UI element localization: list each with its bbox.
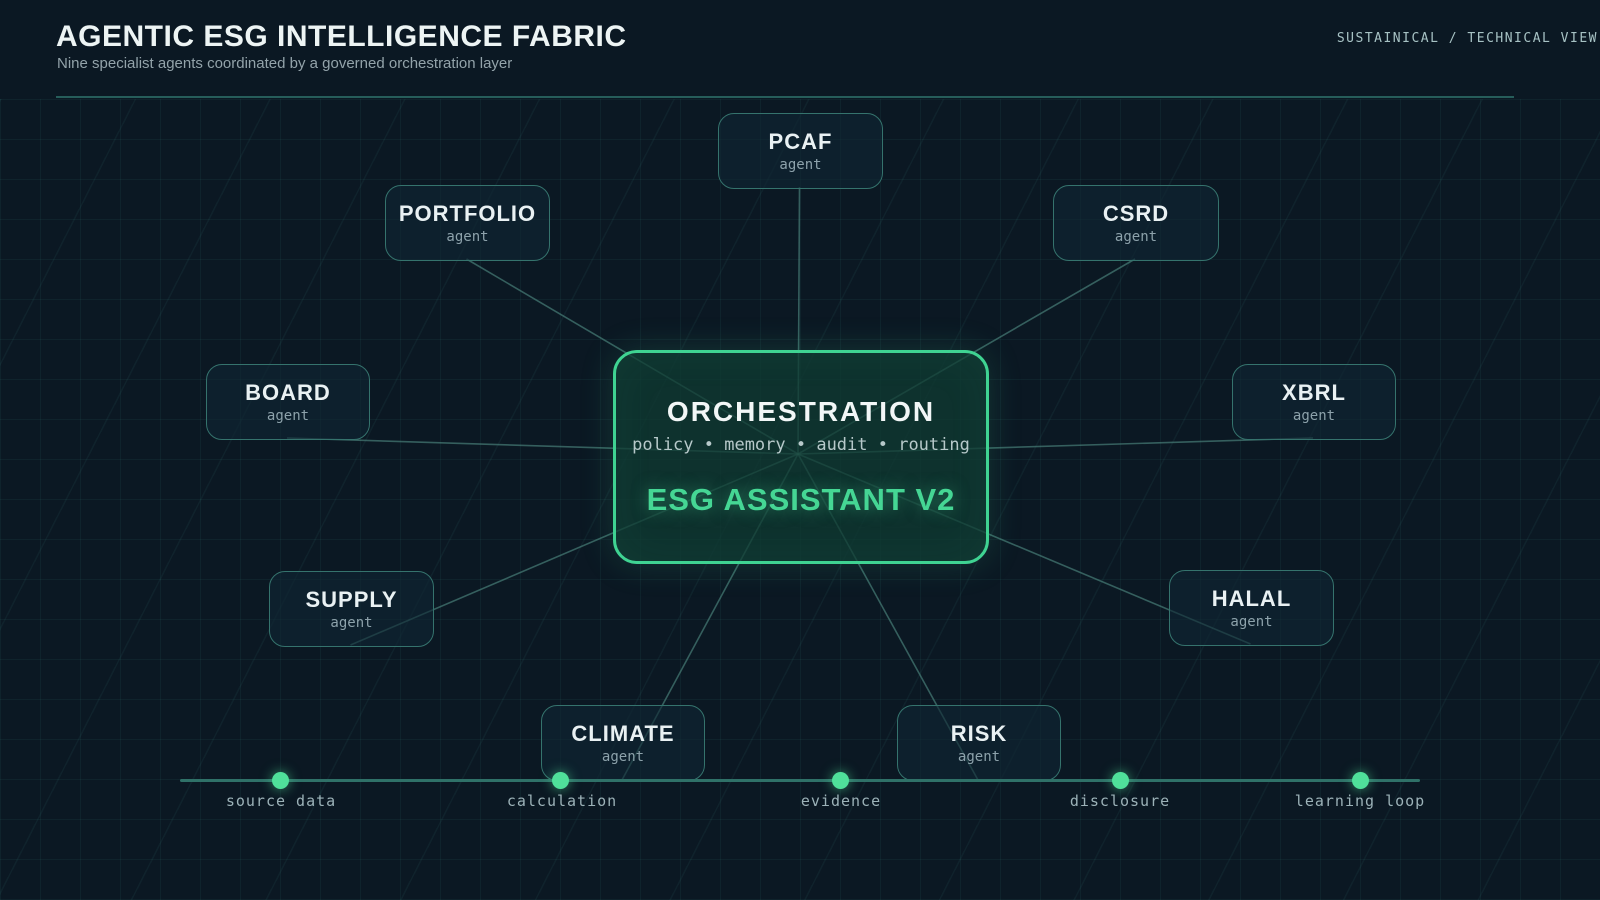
agent-sublabel: agent bbox=[1230, 613, 1273, 630]
agent-sublabel: agent bbox=[1114, 228, 1158, 245]
orchestrator-name: ESG ASSISTANT V2 bbox=[646, 482, 956, 517]
agent-node-supply: SUPPLY agent bbox=[269, 571, 434, 647]
agent-label: RISK bbox=[950, 720, 1008, 746]
timeline-dot bbox=[1352, 772, 1369, 789]
agent-sublabel: agent bbox=[957, 748, 1001, 765]
agent-label: PCAF bbox=[768, 128, 833, 154]
orchestrator-node: ORCHESTRATION policy • memory • audit • … bbox=[613, 350, 989, 564]
header-divider bbox=[56, 96, 1514, 98]
agent-sublabel: agent bbox=[601, 748, 645, 765]
agent-label: BOARD bbox=[245, 379, 331, 405]
timeline-line bbox=[180, 779, 1420, 782]
agent-label: SUPPLY bbox=[305, 586, 398, 612]
orchestrator-functions: policy • memory • audit • routing bbox=[632, 435, 970, 455]
page-title: AGENTIC ESG INTELLIGENCE FABRIC bbox=[56, 20, 627, 53]
agent-node-climate: CLIMATE agent bbox=[541, 705, 705, 781]
agent-node-xbrl: XBRL agent bbox=[1232, 364, 1396, 440]
agent-node-csrd: CSRD agent bbox=[1053, 185, 1219, 261]
timeline-stage-label: source data bbox=[225, 792, 337, 810]
agent-node-portfolio: PORTFOLIO agent bbox=[385, 185, 550, 261]
orchestrator-title: ORCHESTRATION bbox=[666, 396, 936, 427]
page-subtitle: Nine specialist agents coordinated by a … bbox=[57, 55, 513, 72]
agent-label: HALAL bbox=[1211, 585, 1292, 611]
agent-node-halal: HALAL agent bbox=[1169, 570, 1334, 646]
timeline-stage-label: learning loop bbox=[1294, 792, 1426, 810]
agent-node-risk: RISK agent bbox=[897, 705, 1061, 781]
agent-node-pcaf: PCAF agent bbox=[718, 113, 883, 189]
agent-label: CSRD bbox=[1102, 200, 1170, 226]
agent-sublabel: agent bbox=[1292, 407, 1336, 424]
agent-label: CLIMATE bbox=[571, 720, 675, 746]
timeline-stage-label: evidence bbox=[800, 792, 882, 810]
agent-label: PORTFOLIO bbox=[398, 200, 537, 226]
agent-node-board: BOARD agent bbox=[206, 364, 370, 440]
timeline-dot bbox=[1112, 772, 1129, 789]
agent-sublabel: agent bbox=[266, 407, 310, 424]
timeline-dot bbox=[272, 772, 289, 789]
agent-sublabel: agent bbox=[330, 614, 373, 631]
agent-sublabel: agent bbox=[446, 228, 489, 245]
agent-sublabel: agent bbox=[779, 156, 822, 173]
agent-label: XBRL bbox=[1282, 379, 1346, 405]
corner-label: SUSTAINICAL / TECHNICAL VIEW bbox=[1336, 31, 1598, 46]
timeline-dot bbox=[552, 772, 569, 789]
timeline-stage-label: calculation bbox=[506, 792, 618, 810]
timeline-stage-label: disclosure bbox=[1069, 792, 1171, 810]
timeline-dot bbox=[832, 772, 849, 789]
